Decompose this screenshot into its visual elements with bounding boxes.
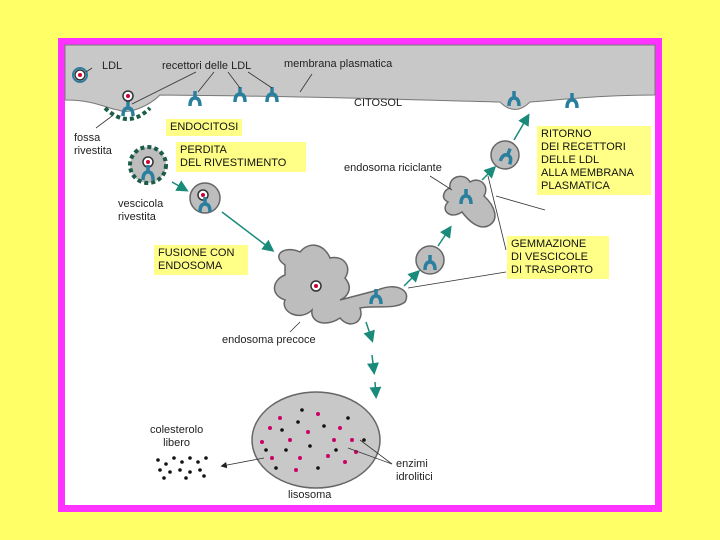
step-budding: GEMMAZIONE DI VESCICOLE DI TRASPORTO: [507, 236, 609, 279]
ldl-particle: [72, 67, 88, 83]
returning-vesicle: [490, 140, 520, 170]
step-uncoating: PERDITA DEL RIVESTIMENTO: [176, 142, 306, 172]
recycling-endosome: [442, 175, 496, 228]
lysosome: [251, 391, 381, 489]
step-endocytosis: ENDOCITOSI: [166, 119, 243, 136]
step-fusion: FUSIONE CON ENDOSOMA: [154, 245, 248, 275]
pointer-lines: [85, 67, 546, 469]
cholesterol-dots: [264, 408, 366, 470]
free-cholesterol: [156, 456, 208, 480]
plasma-membrane: [64, 44, 656, 112]
lysosome-label: lisosoma: [288, 489, 332, 501]
plasma-membrane-label: membrana plasmatica: [284, 58, 393, 70]
free-cholesterol-label: colesterolo libero: [150, 424, 204, 449]
early-endosome-label: endosoma precoce: [222, 334, 316, 346]
hydrolytic-enzymes: [260, 412, 358, 472]
receptors-label: recettori delle LDL: [162, 60, 252, 72]
step-receptor-return: RITORNO DEI RECETTORI DELLE LDL ALLA MEM…: [537, 126, 651, 195]
coated-vesicle: [128, 145, 168, 185]
coated-vesicle-label: vescicola rivestita: [118, 198, 164, 223]
pathway-arrows: [171, 113, 530, 399]
coated-pit-label: fossa rivestita: [74, 132, 112, 157]
uncoated-vesicle: [189, 182, 221, 214]
ldl-label: LDL: [102, 60, 123, 72]
recycling-endosome-label: endosoma riciclante: [344, 162, 442, 174]
transport-vesicle: [415, 245, 445, 275]
cytosol-label: CITOSOL: [354, 97, 403, 109]
early-endosome: [273, 244, 408, 325]
hydrolytic-enzymes-label: enzimi idrolitici: [396, 458, 433, 483]
